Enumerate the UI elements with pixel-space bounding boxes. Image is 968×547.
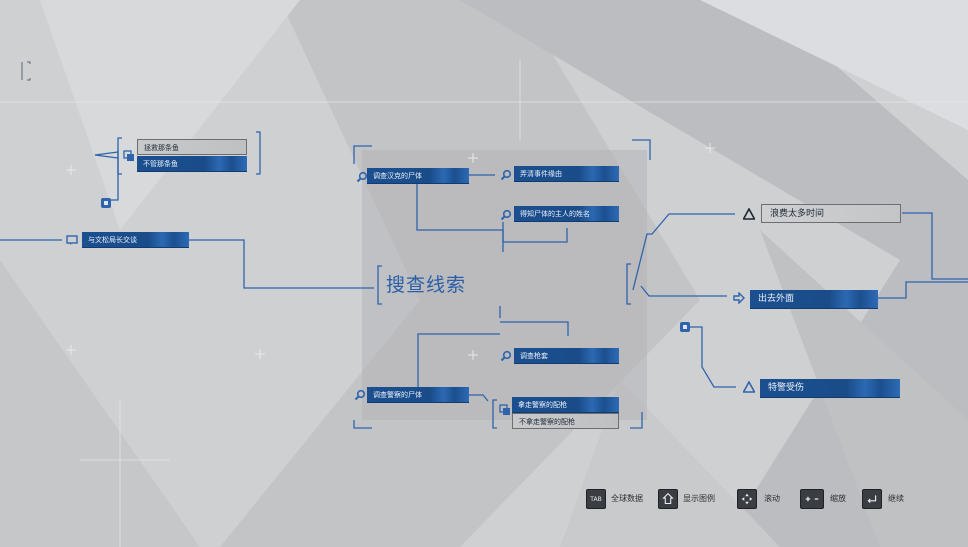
leave-ending-node[interactable]: 不管那条鱼	[137, 156, 247, 172]
magnifier-icon	[500, 350, 512, 362]
magnifier-icon	[356, 171, 368, 183]
investigate-body-node[interactable]: 调查汉克的尸体	[367, 168, 469, 184]
split-choice-icon	[123, 150, 135, 162]
move-arrows-icon	[737, 489, 757, 509]
legend-show-legend[interactable]: 显示图例	[658, 489, 728, 511]
legend-label: 滚动	[764, 494, 780, 503]
home-key-icon	[658, 489, 678, 509]
lock-key-icon	[679, 321, 691, 333]
dialogue-icon	[66, 234, 78, 246]
legend-global-data[interactable]: TAB 全球数据	[586, 489, 656, 511]
legend-scroll[interactable]: 滚动	[737, 489, 792, 511]
lock-key-icon	[100, 197, 112, 209]
legend-continue[interactable]: 继续	[862, 489, 917, 511]
go-outside-node[interactable]: 出去外面	[750, 290, 878, 309]
legend-label: 缩放	[830, 494, 846, 503]
leave-gun-node[interactable]: 不拿走警察的配枪	[512, 413, 619, 429]
split-choice-icon	[499, 404, 511, 416]
legend-label: 显示图例	[683, 494, 715, 503]
zoom-plus-minus-icon	[800, 489, 824, 509]
save-ending-node[interactable]: 拯救那条鱼	[137, 139, 247, 155]
magnifier-icon	[500, 209, 512, 221]
exit-arrow-icon	[733, 292, 745, 304]
officer-injured-node[interactable]: 特警受伤	[760, 379, 900, 398]
legend-label: 全球数据	[611, 494, 643, 503]
investigate-gun-node[interactable]: 调查枪套	[514, 348, 619, 364]
warning-triangle-icon	[743, 381, 755, 393]
learn-name-node[interactable]: 得知尸体的主人的姓名	[514, 206, 619, 222]
magnifier-icon	[354, 389, 366, 401]
take-gun-node[interactable]: 拿走警察的配枪	[512, 397, 619, 413]
discover-cause-node[interactable]: 弄清事件缘由	[514, 166, 619, 182]
investigate-officer-body-node[interactable]: 调查警察的尸体	[367, 387, 469, 403]
waste-time-node[interactable]: 浪费太多时间	[761, 204, 901, 223]
warning-triangle-icon	[743, 208, 755, 220]
tab-key-icon: TAB	[586, 489, 606, 509]
legend-zoom[interactable]: 缩放	[800, 489, 855, 511]
magnifier-icon	[500, 169, 512, 181]
talk-to-hank-node[interactable]: 与文松局长交谈	[82, 232, 189, 248]
legend-label: 继续	[888, 494, 904, 503]
hub-title: 搜查线索	[386, 274, 467, 296]
enter-key-icon	[862, 489, 882, 509]
